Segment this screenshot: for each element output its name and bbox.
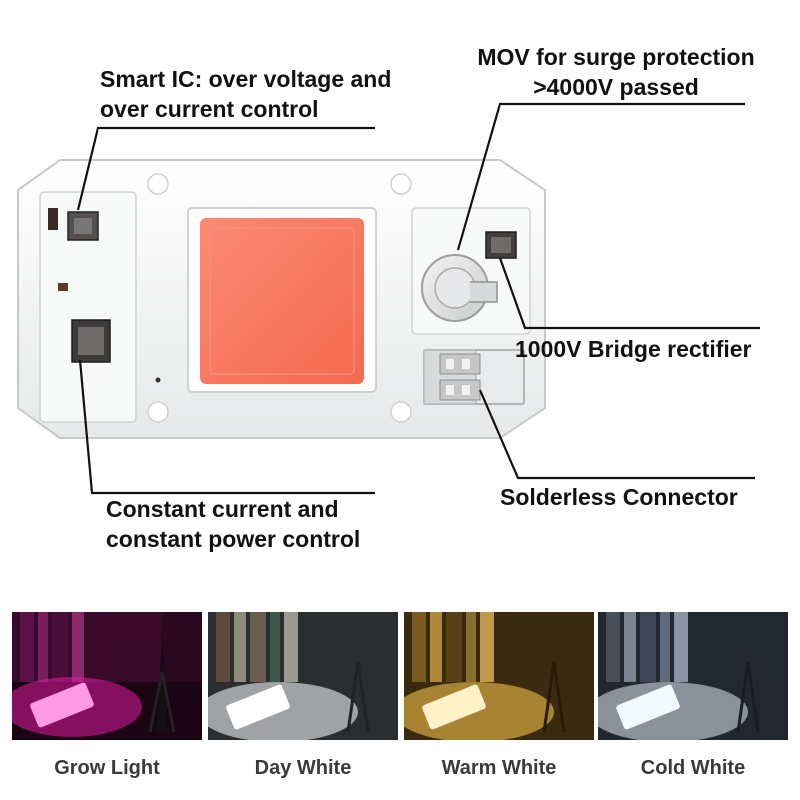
photo-warm-white [404, 612, 594, 740]
small-component [58, 283, 68, 291]
callout-bridge: 1000V Bridge rectifier [515, 336, 752, 362]
photo-grow-light [12, 612, 202, 740]
caption-day-white: Day White [254, 757, 352, 779]
leader-mov [456, 102, 745, 251]
leader-smart-ic [76, 126, 375, 211]
mount-hole [147, 401, 169, 423]
led-chip [200, 218, 364, 384]
leader-bridge [498, 257, 760, 330]
photo-cold-white [598, 612, 788, 740]
leader-lines [76, 102, 760, 495]
mount-hole [390, 401, 412, 423]
callout-connector: Solderless Connector [500, 484, 738, 510]
callout-constant: Constant current and constant power cont… [106, 496, 361, 552]
caption-grow-light: Grow Light [54, 757, 160, 779]
mount-hole [147, 173, 169, 195]
driver-area [39, 191, 137, 423]
callout-mov: MOV for surge protection >4000V passed [477, 44, 755, 100]
leader-constant [78, 359, 375, 495]
leader-connector [478, 389, 755, 480]
cob-module-diagram [17, 102, 760, 495]
photo-day-white [208, 612, 398, 740]
callout-smart-ic: Smart IC: over voltage and over current … [100, 66, 392, 122]
mount-hole [390, 173, 412, 195]
caption-cold-white: Cold White [640, 757, 746, 779]
caption-warm-white: Warm White [441, 757, 557, 779]
resistor [48, 208, 58, 230]
